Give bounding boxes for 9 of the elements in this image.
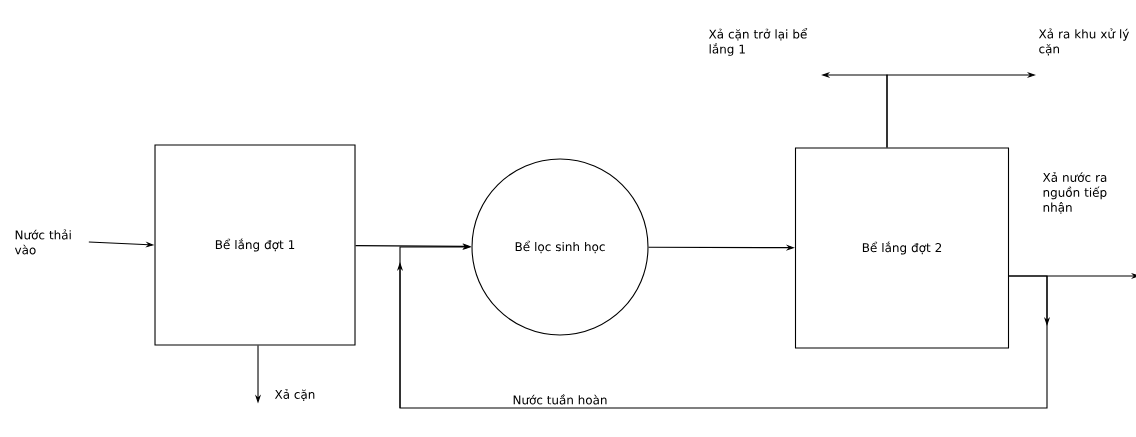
flow-text: Nước thải vào — [14, 229, 71, 255]
flow-text: Xả nước ra nguồn tiếp nhận — [1042, 172, 1107, 214]
flow-text: Xả cặn — [274, 389, 315, 401]
tank-box: Bể lắng đợt 1 — [154, 144, 356, 346]
tank-box: Bể lắng đợt 2 — [794, 147, 1010, 349]
flow-text: Xả cặn trở lại bể lắng 1 — [708, 28, 808, 56]
flow-text: Xả ra khu xử lý cặn — [1038, 28, 1129, 56]
arrow — [399, 243, 1048, 409]
edge-label: Nước tuần hoàn — [510, 392, 610, 407]
